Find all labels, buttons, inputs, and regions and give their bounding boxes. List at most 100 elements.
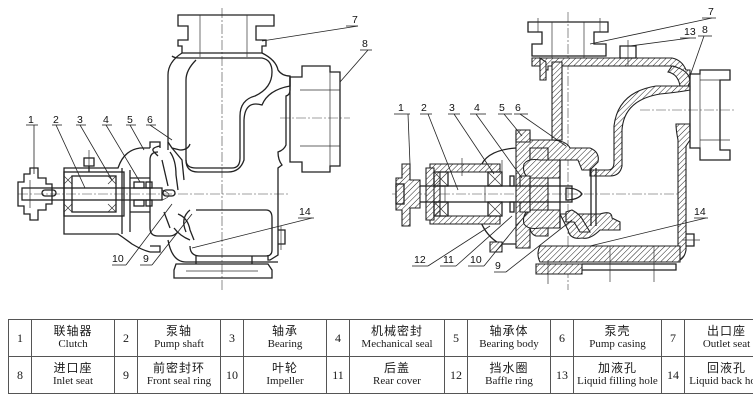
right-bearings [425, 158, 515, 225]
left-inlet-seat [289, 65, 341, 173]
right-callout-2: 2 [421, 102, 427, 114]
left-callout-3: 3 [77, 114, 83, 126]
part-name-en: Pump casing [589, 338, 646, 350]
part-name-en: Bearing body [479, 338, 539, 350]
right-callout-7: 7 [708, 6, 714, 18]
left-bearings [63, 150, 125, 217]
part-number: 11 [326, 356, 350, 394]
right-callouts: 1 2 3 4 5 6 7 8 9 10 11 12 13 1 [394, 6, 716, 273]
part-name-zh: 泵壳 [604, 324, 631, 338]
part-number: 14 [661, 356, 685, 394]
left-callout-7: 7 [352, 14, 358, 26]
part-name-zh: 出口座 [706, 324, 746, 338]
part-name-zh: 前密封环 [152, 361, 205, 375]
right-callout-3: 3 [449, 102, 455, 114]
left-clutch [17, 167, 53, 221]
right-callout-1: 1 [398, 102, 404, 114]
part-number: 1 [8, 319, 32, 357]
left-callout-1: 1 [28, 114, 34, 126]
right-callout-5: 5 [499, 102, 505, 114]
part-name-zh: 叶轮 [271, 361, 298, 375]
left-callout-2: 2 [53, 114, 59, 126]
right-inlet-seat [689, 69, 731, 161]
part-name-zh: 进口座 [53, 361, 93, 375]
right-callout-4: 4 [474, 102, 480, 114]
part-number: 12 [444, 356, 468, 394]
part-number: 7 [661, 319, 685, 357]
right-callout-13: 13 [684, 26, 696, 38]
left-callout-14: 14 [299, 206, 311, 218]
part-name-en: Pump shaft [154, 338, 204, 350]
part-number: 9 [114, 356, 138, 394]
part-name-en: Liquid back hole [689, 375, 753, 387]
part-number: 4 [326, 319, 350, 357]
part-name-zh: 加液孔 [597, 361, 637, 375]
part-name-en: Rear cover [373, 375, 421, 387]
right-callout-6: 6 [515, 102, 521, 114]
part-name-zh: 回液孔 [706, 361, 746, 375]
part-number: 3 [220, 319, 244, 357]
left-pump-shaft [21, 181, 163, 207]
part-name-zh: 轴承 [271, 324, 298, 338]
part-number: 5 [444, 319, 468, 357]
right-callout-14: 14 [694, 206, 706, 218]
left-callouts: 1 2 3 4 5 6 7 8 9 10 14 [26, 14, 372, 266]
part-number: 10 [220, 356, 244, 394]
part-number: 8 [8, 356, 32, 394]
part-name-en: Front seal ring [146, 375, 212, 387]
part-name-zh: 后盖 [383, 361, 410, 375]
right-callout-11: 11 [443, 254, 454, 266]
part-name-zh: 联轴器 [53, 324, 93, 338]
right-view-drawing: 1 2 3 4 5 6 7 8 9 10 11 12 13 1 [392, 6, 735, 290]
left-callout-8: 8 [362, 38, 368, 50]
left-callout-10: 10 [112, 253, 124, 265]
left-bearing-body [63, 141, 161, 253]
part-name-en: Liquid filling hole [577, 375, 658, 387]
left-callout-6: 6 [147, 114, 153, 126]
right-callout-10: 10 [470, 254, 482, 266]
part-name-en: Impeller [266, 375, 304, 387]
right-callout-9: 9 [495, 260, 501, 272]
part-number: 13 [550, 356, 574, 394]
pump-cross-section-drawings: 1 2 3 4 5 6 7 8 9 10 14 [17, 6, 735, 290]
left-callout-4: 4 [103, 114, 109, 126]
part-name-en: Bearing [267, 338, 303, 350]
part-name-zh: 挡水圈 [489, 361, 529, 375]
right-callout-12: 12 [414, 254, 426, 266]
right-callout-8: 8 [702, 24, 708, 36]
left-pump-casing [152, 52, 291, 279]
part-name-zh: 泵轴 [165, 324, 192, 338]
part-name-en: Mechanical seal [361, 338, 433, 350]
part-name-en: Clutch [58, 338, 88, 350]
part-name-en: Inlet seat [52, 375, 93, 387]
right-pump-casing [531, 40, 700, 284]
part-number: 6 [550, 319, 574, 357]
part-name-zh: 轴承体 [489, 324, 529, 338]
left-callout-9: 9 [143, 253, 149, 265]
right-mechanical-seal [519, 175, 531, 213]
right-impeller [522, 158, 583, 230]
right-clutch [395, 163, 421, 227]
part-number: 2 [114, 319, 138, 357]
part-name-zh: 机械密封 [370, 324, 423, 338]
part-name-en: Outlet seat [702, 338, 751, 350]
left-outlet-seat [177, 14, 275, 57]
right-rear-cover [515, 131, 599, 249]
left-view-drawing: 1 2 3 4 5 6 7 8 9 10 14 [17, 8, 372, 290]
